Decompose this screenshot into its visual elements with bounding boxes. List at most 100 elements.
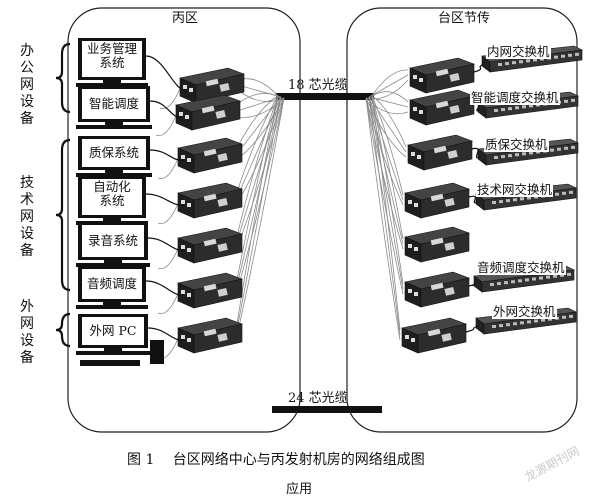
technical-group-label-char-3: 网: [20, 209, 35, 225]
right-converter-4-port-b: [414, 203, 418, 207]
right-converter-7-side: [417, 323, 467, 354]
left-converter-4-rj45: [217, 197, 228, 207]
right-converter-5-logo: [430, 237, 444, 246]
right-converter-5-port-b: [414, 247, 418, 251]
technical-group-label-char-1: 技: [20, 175, 35, 191]
right-converter-4-port-a: [408, 200, 412, 204]
monitor-6-cable: [145, 280, 185, 296]
fiber-left-6-2: [235, 96, 282, 291]
fiber-left-7-3: [235, 97, 285, 341]
switch-5-label: 音频调度交换机: [476, 260, 566, 275]
monitor-7-cable: [147, 327, 185, 341]
switch-5-port-11: [560, 273, 564, 277]
right-converter-7-rj45: [441, 332, 452, 342]
right-converter-5-port-a: [408, 244, 412, 248]
monitor-7-base: [76, 351, 150, 355]
monitor-4-screen: [82, 179, 142, 215]
switch-4-port-4: [513, 198, 517, 202]
right-converter-5-rj45: [444, 241, 455, 251]
switch-2-port-4: [515, 106, 519, 110]
left-converter-6-rj45: [217, 287, 228, 297]
switch-6-port-5: [520, 321, 524, 325]
left-converter-6-logo: [203, 283, 217, 292]
switch-4-port-12: [569, 190, 573, 194]
fiber-left-4-1: [235, 95, 279, 196]
left-converter-1-side: [195, 73, 245, 104]
fiber-left-3-1: [235, 95, 279, 151]
switch-1-port-4: [519, 60, 523, 64]
switch-6-port-6: [527, 320, 531, 324]
external-group-brace: [55, 312, 71, 348]
left-converter-4-port-a: [181, 200, 185, 204]
left-converter-1-port-a: [183, 85, 187, 89]
monitor-1-screen: [82, 41, 142, 77]
external-group-label-char-1: 外: [20, 299, 35, 315]
switch-2-port-2: [501, 108, 505, 112]
right-converter-1-port-b: [419, 78, 423, 82]
switch-6-label: 外网交换机: [492, 304, 557, 319]
monitor-4-neck: [103, 218, 121, 221]
switch-5-port-1: [490, 283, 494, 286]
right-converter-4-rj45: [444, 197, 455, 207]
fiber-right-3-1: [371, 95, 407, 148]
switch-4-port-11: [562, 191, 566, 195]
right-converter-2-rj45: [449, 104, 460, 114]
monitor-2-line-1: 智能调度: [88, 96, 139, 111]
left-converter-3-logo: [203, 148, 217, 157]
switch-3-port-7: [536, 150, 540, 154]
left-converter-2-side: [191, 100, 241, 131]
right-converter-2-port-a: [413, 107, 417, 111]
switch-6-port-11: [562, 315, 566, 319]
switch-5-port-2: [497, 282, 501, 286]
left-converter-2-rj45: [215, 109, 226, 119]
switch-5-port-5: [518, 279, 522, 283]
switch-1-port-5: [526, 59, 530, 63]
technical-group-brace: [55, 138, 71, 292]
left-converter-7-rj45: [217, 332, 228, 342]
monitor-2-screen: [82, 89, 146, 119]
monitor-1-base: [76, 83, 148, 87]
left-converter-5-port-b: [187, 248, 191, 252]
switch-5-port-4: [511, 280, 515, 284]
left-region-outline: [67, 7, 301, 433]
switch-3-port-1: [494, 156, 498, 159]
left-converter-4-port-b: [187, 203, 191, 207]
switch-4-port-6: [527, 196, 531, 200]
fiber-left-5-2: [235, 96, 282, 246]
left-converter-7-port-b: [187, 338, 191, 342]
monitor-4-line-2: 系统: [99, 193, 125, 208]
left-converter-3-rj45: [217, 152, 228, 162]
switch-1-link: [473, 63, 485, 73]
fiber-right-7-1: [371, 95, 401, 331]
monitor-7-line-1: 外网 PC: [89, 323, 137, 338]
office-group-label-char-3: 网: [20, 77, 35, 93]
right-converter-1-port-a: [413, 75, 417, 79]
switch-3-label: 质保交换机: [484, 137, 549, 152]
switch-3-port-12: [571, 145, 575, 149]
switch-2-port-1: [494, 109, 498, 112]
top-cable-bar: [276, 93, 374, 100]
switch-3-port-10: [557, 147, 561, 151]
technical-group-label-char-5: 备: [20, 243, 35, 259]
switch-5-port-7: [532, 277, 536, 281]
right-converter-6-rj45: [444, 286, 455, 296]
left-converter-6-port-a: [181, 290, 185, 294]
fiber-right-6-1: [371, 95, 404, 285]
switch-6-port-4: [513, 322, 517, 326]
left-converter-7-port-a: [181, 335, 185, 339]
right-converter-7-logo: [427, 328, 441, 337]
fiber-right-2-1: [371, 91, 409, 103]
fiber-left-6-1: [235, 95, 279, 286]
left-converter-7-logo: [203, 328, 217, 337]
switch-1-port-7: [540, 57, 544, 61]
switch-2-port-12: [571, 98, 575, 102]
switch-6-port-10: [555, 316, 559, 320]
pc-keyboard: [80, 360, 140, 366]
left-converter-6-port-b: [187, 293, 191, 297]
fiber-right-5-2: [368, 96, 404, 245]
switch-4-port-2: [499, 200, 503, 204]
technical-group-label-char-4: 设: [20, 226, 35, 242]
switch-3-port-5: [522, 152, 526, 156]
